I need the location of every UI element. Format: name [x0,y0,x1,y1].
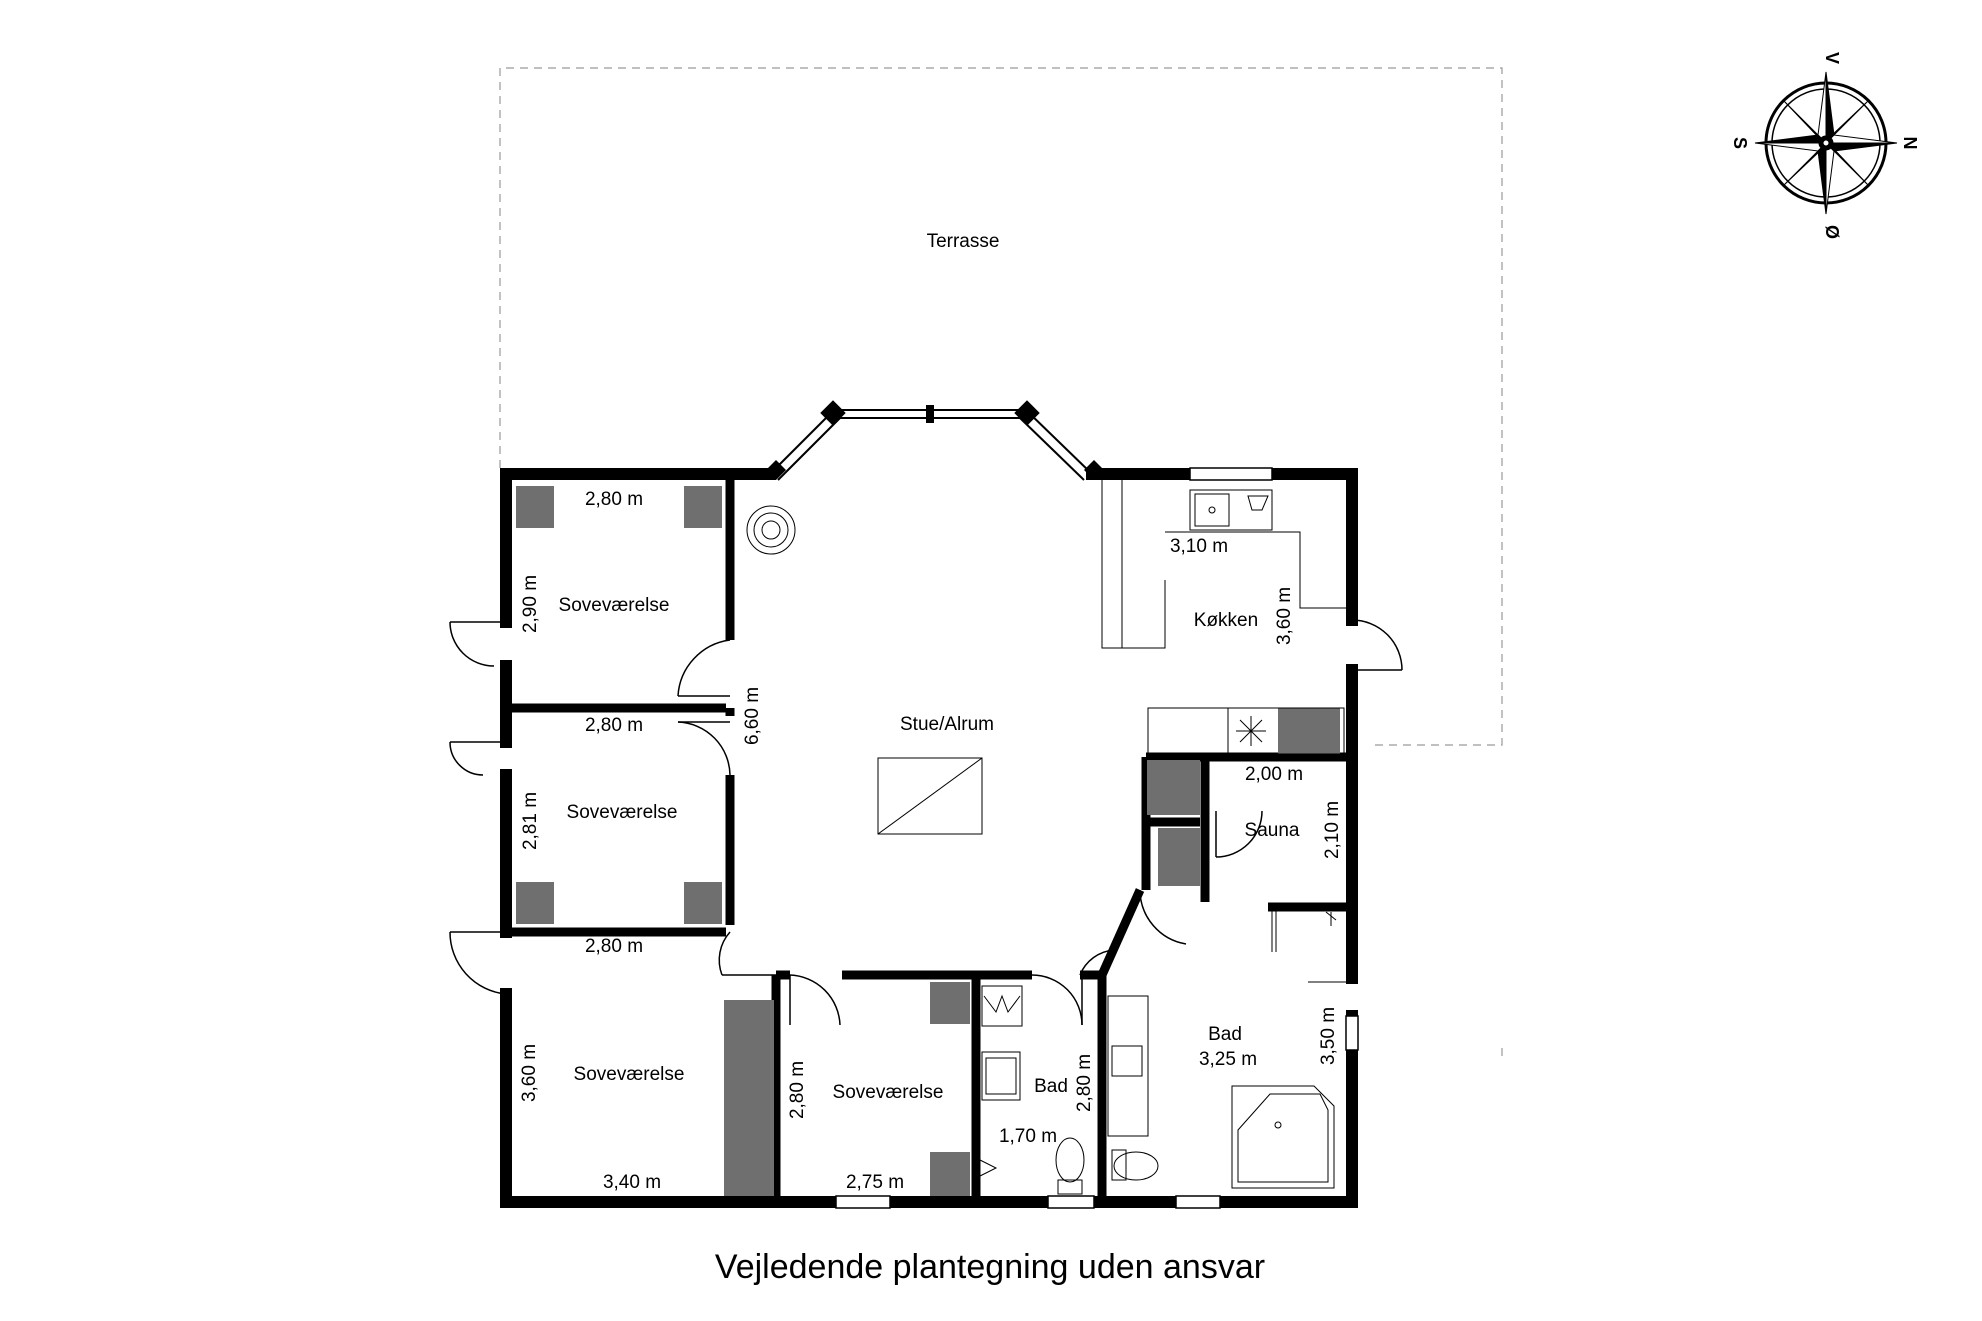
compass-label-right: N [1900,137,1920,150]
room-label-kitchen: Køkken [1194,610,1258,631]
dim-bed3-height: 3,60 m [519,1044,540,1102]
room-label-bedroom-1: Soveværelse [559,595,670,616]
room-label-bedroom-3: Soveværelse [574,1064,685,1085]
dim-bath-large-height: 3,50 m [1318,1007,1339,1065]
dim-sauna-height: 2,10 m [1322,801,1343,859]
dim-kitchen-height: 3,60 m [1274,587,1295,645]
dim-kitchen-width: 3,10 m [1170,536,1228,557]
room-label-bedroom-2: Soveværelse [567,802,678,823]
interior-walls [510,480,1346,1198]
compass-star-icon [1754,71,1898,215]
room-label-bath-large: Bad [1208,1024,1242,1045]
dim-bed2-height: 2,81 m [520,792,541,850]
dim-bed4-height: 2,80 m [787,1061,808,1119]
fixtures [746,480,1346,1195]
dim-bed1-width: 2,80 m [585,489,643,510]
windows [835,467,1359,1209]
compass-rose: V N Ø S [1730,52,1920,239]
closets [516,486,1340,1196]
room-label-terrace: Terrasse [927,231,1000,252]
dim-bath-large-width: 3,25 m [1199,1049,1257,1070]
dim-bed3-top-width: 2,80 m [585,936,643,957]
compass-label-bottom: Ø [1822,225,1842,239]
dim-bed4-width: 2,75 m [846,1172,904,1193]
compass-label-left: S [1730,137,1750,149]
room-label-living: Stue/Alrum [900,714,994,735]
dim-bath-small-height: 2,80 m [1074,1054,1095,1112]
dim-bed3-bottom-width: 3,40 m [603,1172,661,1193]
dim-bath-small-width: 1,70 m [999,1126,1057,1147]
room-label-bedroom-4: Soveværelse [833,1082,944,1103]
room-label-sauna: Sauna [1245,820,1300,841]
dim-living-height: 6,60 m [742,687,763,745]
dim-bed2-width: 2,80 m [585,715,643,736]
compass-label-top: V [1822,52,1842,64]
dim-sauna-width: 2,00 m [1245,764,1303,785]
doors [449,619,1403,1026]
plan-caption: Vejledende plantegning uden ansvar [715,1248,1265,1286]
dim-bed1-height: 2,90 m [520,575,541,633]
terrace-outline [499,67,1503,1058]
room-label-bath-small: Bad [1034,1076,1068,1097]
bay-window [766,400,1104,481]
exterior-walls [500,468,1358,1208]
